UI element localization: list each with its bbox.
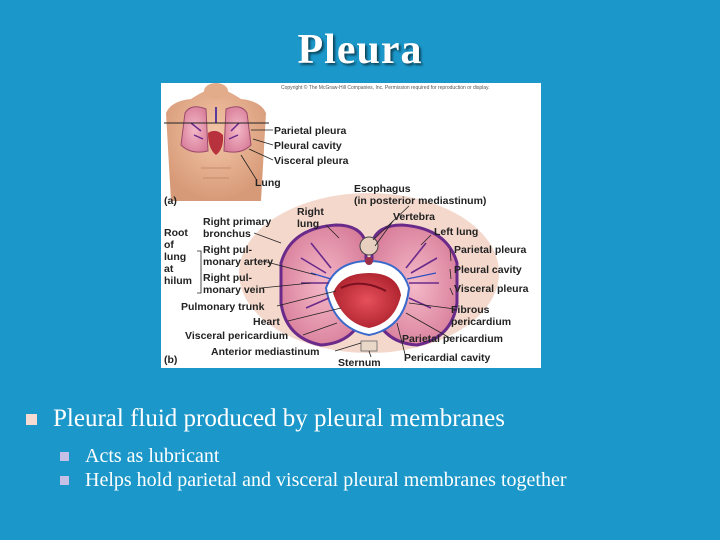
- svg-text:lung: lung: [164, 251, 186, 263]
- svg-text:of: of: [164, 239, 174, 251]
- sub-bullet-list: Acts as lubricant Helps hold parietal an…: [60, 444, 706, 492]
- bullet-square-icon: [26, 414, 37, 425]
- leader-lines-b: [197, 205, 456, 359]
- sub-bullet-item: Helps hold parietal and visceral pleural…: [60, 468, 625, 492]
- svg-text:Right pul-: Right pul-: [203, 272, 252, 284]
- right-primary-bronchus-label: Right primary bronchus: [203, 216, 271, 240]
- anatomy-illustration: Copyright © The McGraw-Hill Companies, I…: [164, 83, 529, 368]
- svg-text:Root: Root: [164, 227, 188, 239]
- label-visceral-pleura-b: Visceral pleura: [454, 283, 529, 295]
- label-lung-a: Lung: [255, 177, 281, 189]
- svg-text:monary artery: monary artery: [203, 256, 273, 268]
- label-pericardial-cavity: Pericardial cavity: [404, 352, 491, 364]
- label-pleural-cavity-a: Pleural cavity: [274, 140, 342, 152]
- svg-text:bronchus: bronchus: [203, 228, 251, 240]
- sub-bullet-square-icon: [60, 452, 69, 461]
- leader-lines-a: [240, 129, 274, 180]
- label-parietal-pleura-b: Parietal pleura: [454, 244, 527, 256]
- sub-bullet-square-icon: [60, 476, 69, 485]
- svg-text:at: at: [164, 263, 174, 275]
- svg-text:Esophagus: Esophagus: [354, 183, 411, 195]
- label-sternum: Sternum: [338, 357, 381, 368]
- svg-text:monary vein: monary vein: [203, 284, 265, 296]
- root-of-lung-label: Root of lung at hilum: [164, 227, 192, 287]
- right-lung-label: Right lung: [297, 206, 324, 230]
- esophagus-label: Esophagus (in posterior mediastinum): [354, 183, 486, 207]
- bullet-list: Pleural fluid produced by pleural membra…: [26, 404, 706, 492]
- label-anterior-mediastinum: Anterior mediastinum: [211, 346, 320, 358]
- svg-text:Fibrous: Fibrous: [451, 304, 490, 316]
- fibrous-pericardium-label: Fibrous pericardium: [451, 304, 511, 328]
- svg-text:pericardium: pericardium: [451, 316, 511, 328]
- label-parietal-pleura-a: Parietal pleura: [274, 125, 347, 137]
- svg-text:(in posterior mediastinum): (in posterior mediastinum): [354, 195, 486, 207]
- label-heart: Heart: [253, 316, 280, 328]
- svg-text:Right primary: Right primary: [203, 216, 271, 228]
- right-pulmonary-artery-label: Right pul- monary artery: [203, 244, 273, 268]
- pleura-anatomy-figure: Copyright © The McGraw-Hill Companies, I…: [161, 83, 541, 368]
- copyright-text: Copyright © The McGraw-Hill Companies, I…: [281, 84, 490, 91]
- bullet-main: Pleural fluid produced by pleural membra…: [26, 404, 706, 434]
- svg-text:Right: Right: [297, 206, 324, 218]
- label-parietal-pericardium: Parietal pericardium: [402, 333, 503, 345]
- sub-bullet-text: Helps hold parietal and visceral pleural…: [85, 469, 567, 491]
- panel-a-tag: (a): [164, 195, 177, 207]
- sub-bullet-item: Acts as lubricant: [60, 444, 625, 468]
- thorax-cross-section: [239, 193, 499, 353]
- torso-illustration: [166, 83, 266, 201]
- svg-text:Right pul-: Right pul-: [203, 244, 252, 256]
- label-left-lung: Left lung: [434, 226, 478, 238]
- label-visceral-pleura-a: Visceral pleura: [274, 155, 349, 167]
- label-visceral-pericardium: Visceral pericardium: [185, 330, 288, 342]
- panel-b-tag: (b): [164, 354, 177, 366]
- label-pleural-cavity-b: Pleural cavity: [454, 264, 522, 276]
- slide-title: Pleura: [297, 27, 423, 73]
- label-vertebra: Vertebra: [393, 211, 435, 223]
- svg-text:lung: lung: [297, 218, 319, 230]
- sub-bullet-text: Acts as lubricant: [85, 445, 220, 467]
- right-pulmonary-vein-label: Right pul- monary vein: [203, 272, 265, 296]
- label-pulmonary-trunk: Pulmonary trunk: [181, 301, 265, 313]
- svg-text:hilum: hilum: [164, 275, 192, 287]
- bullet-main-text: Pleural fluid produced by pleural membra…: [53, 405, 505, 432]
